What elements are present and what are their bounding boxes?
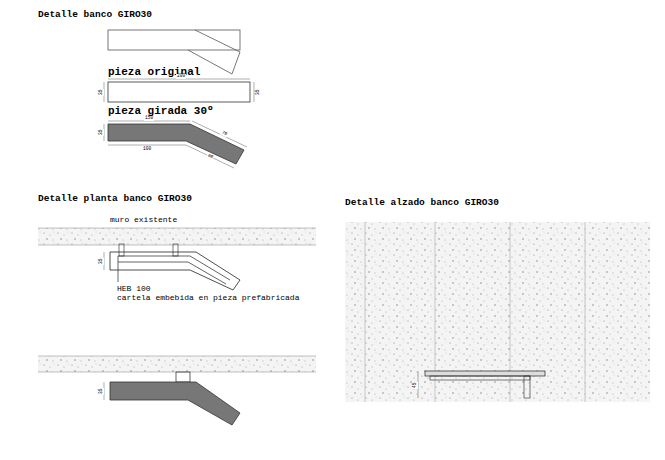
section-title: Detalle planta banco GIRO30 (38, 194, 192, 204)
plan-2 (38, 356, 316, 425)
dimension: 45 (413, 382, 418, 389)
section-title: Detalle alzado banco GIRO30 (345, 198, 499, 208)
view-label: pieza girada 30º (108, 106, 214, 117)
view-label: pieza original (108, 67, 200, 78)
note: muro existente (110, 216, 177, 224)
dimension: 35 (99, 129, 104, 136)
dimension: 70 (220, 130, 229, 137)
part-name: HEB 100 (117, 285, 151, 293)
dimension: 35 (256, 89, 261, 96)
dimension: 100 (142, 147, 152, 152)
plan-1 (38, 228, 316, 290)
dimension: 150 (144, 116, 154, 121)
elevation (345, 222, 650, 402)
dimension: 200 (176, 74, 186, 79)
rotated-piece (104, 121, 247, 168)
note: cartela embebida en pieza prefabricada (117, 294, 299, 302)
dimension: 35 (99, 89, 104, 96)
dimension: 60 (206, 153, 215, 160)
drawing-title: Detalle banco GIRO30 (38, 10, 152, 20)
original-piece (104, 79, 254, 102)
dimension: 35 (99, 258, 104, 265)
dimension: 35 (99, 388, 104, 395)
